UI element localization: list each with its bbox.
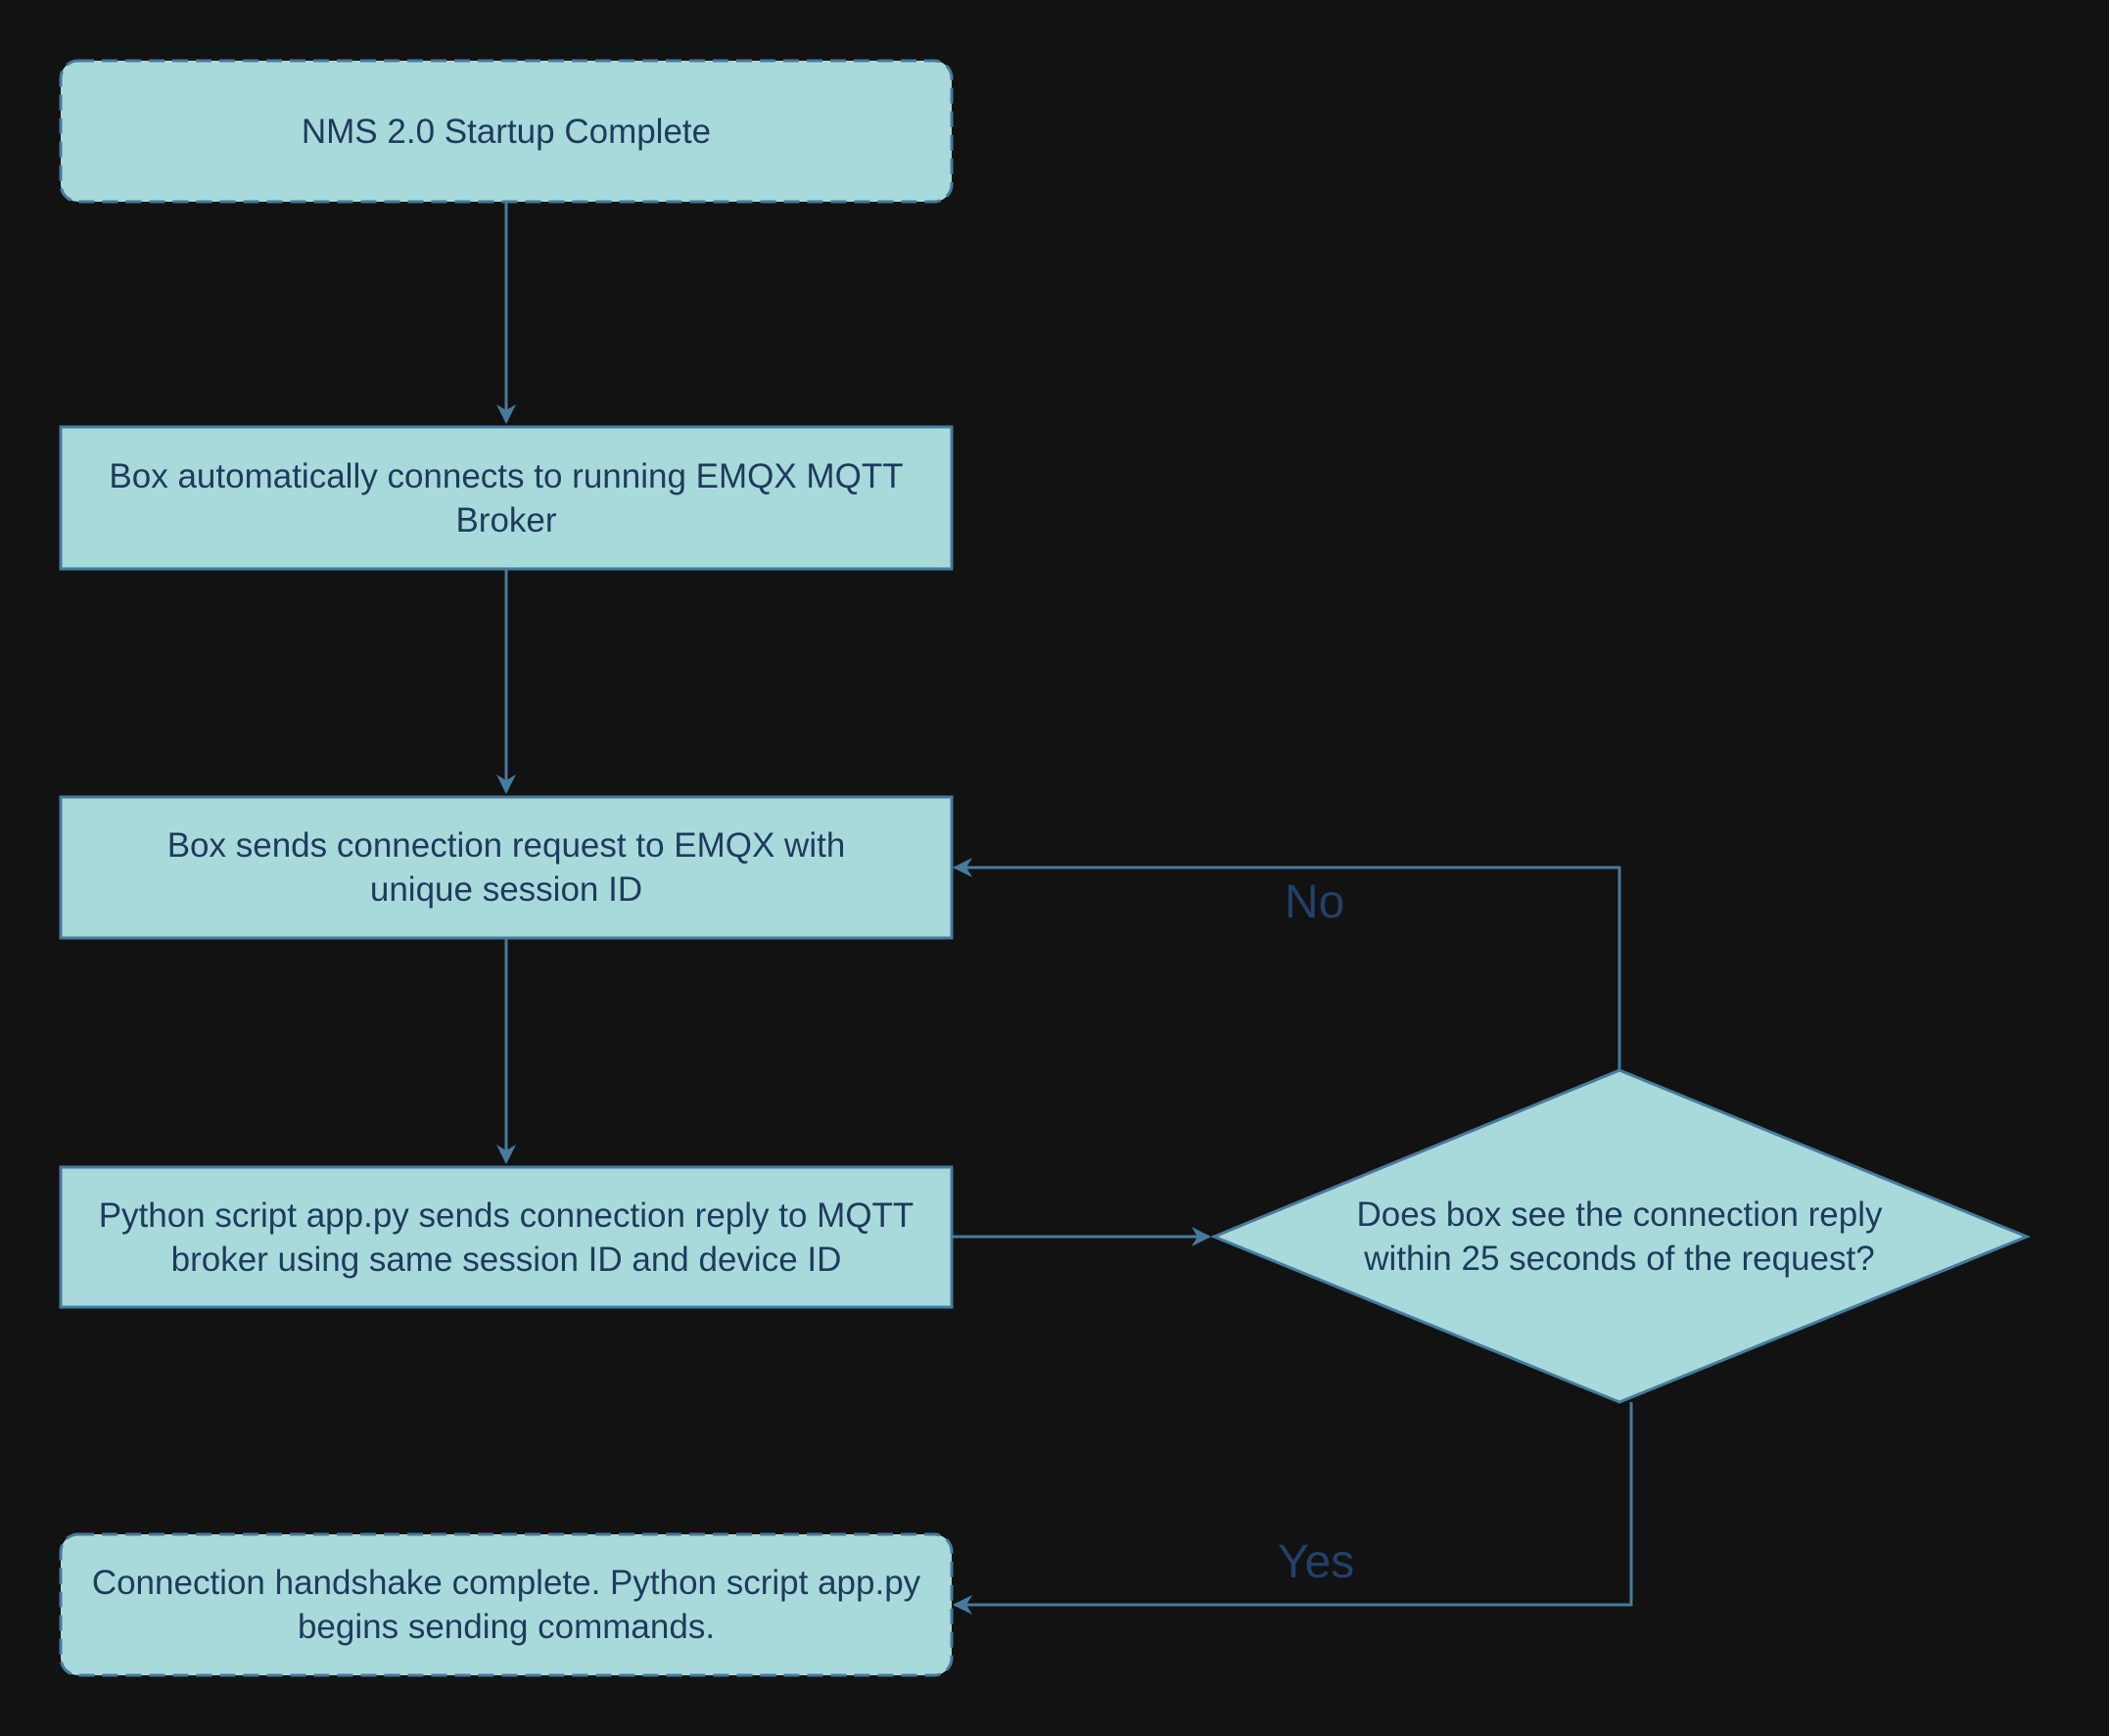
edge-decision-no-to-request — [953, 858, 1621, 1070]
reply-node-label: Python script app.py sends connection re… — [98, 1196, 914, 1279]
decision-node-shape — [1210, 1068, 2031, 1404]
edge-decision-yes-to-end — [953, 1402, 1633, 1615]
start-node-label: NMS 2.0 Startup Complete — [301, 112, 712, 151]
decision-node-label: Does box see the connection reply within… — [1356, 1196, 1883, 1278]
end-node-label: Connection handshake complete. Python sc… — [91, 1564, 921, 1646]
connect-node-label: Box automatically connects to running EM… — [109, 456, 904, 540]
reply-node-shape — [59, 1165, 954, 1309]
end-node-shape — [59, 1532, 954, 1677]
edges — [496, 202, 1633, 1615]
edge-label-no: No — [1285, 876, 1345, 928]
request-node-label: Box sends connection request to EMQX wit… — [166, 826, 846, 909]
edge-label-yes: Yes — [1278, 1536, 1355, 1588]
connect-node-shape — [59, 425, 954, 571]
request-node-shape — [59, 795, 954, 940]
start-node-shape — [59, 59, 954, 204]
